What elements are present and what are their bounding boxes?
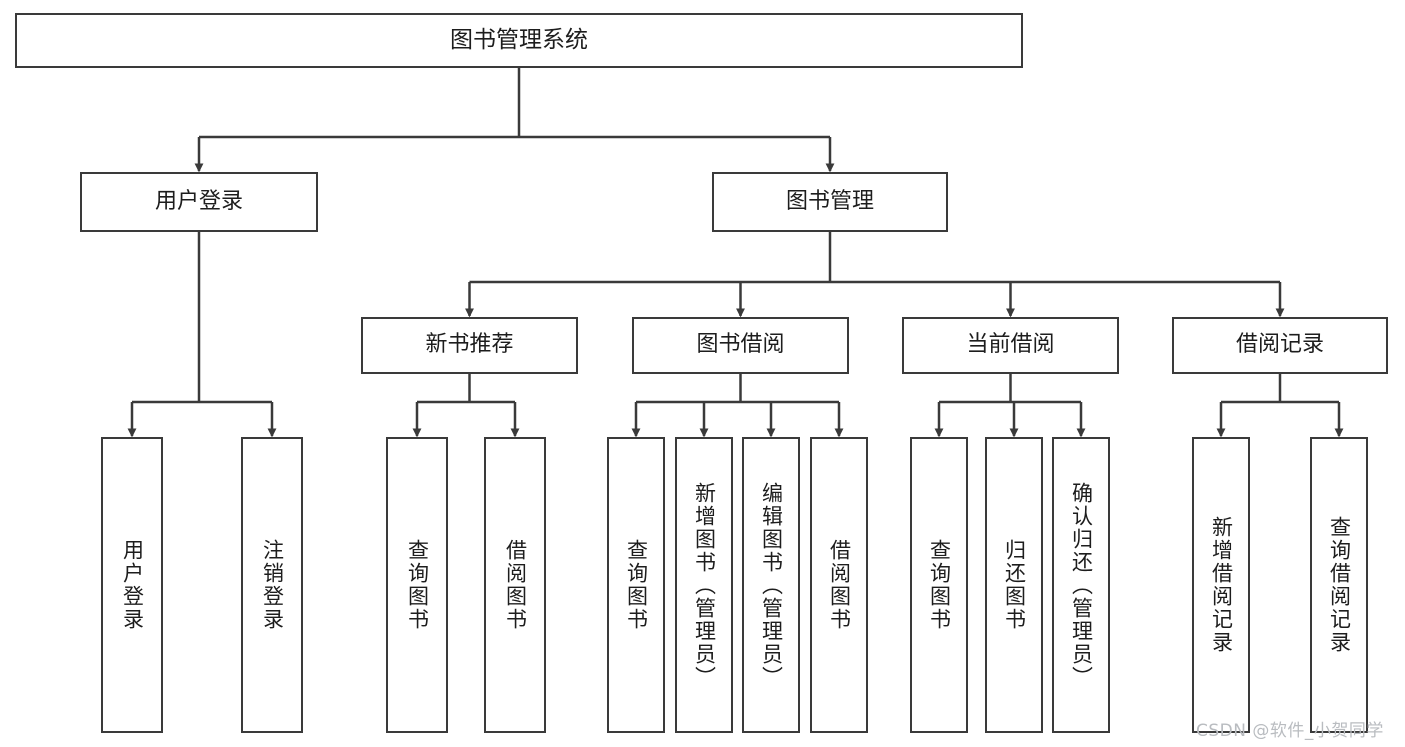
node-label: 图书管理	[785, 188, 874, 214]
node-leaf_6[interactable]: 编辑图书（管理员）	[742, 437, 800, 733]
node-label: 查询图书	[927, 539, 952, 631]
node-l2_2[interactable]: 当前借阅	[902, 317, 1119, 374]
node-leaf_4[interactable]: 查询图书	[607, 437, 665, 733]
node-leaf_8[interactable]: 查询图书	[910, 437, 968, 733]
node-leaf_1[interactable]: 注销登录	[241, 437, 303, 733]
csdn-watermark: CSDN @软件_小贺同学	[1196, 721, 1384, 741]
node-label: 确认归还（管理员）	[1069, 481, 1094, 689]
node-label: 借阅图书	[827, 539, 852, 631]
node-label: 新书推荐	[425, 332, 514, 358]
node-leaf_12[interactable]: 查询借阅记录	[1310, 437, 1368, 733]
node-leaf_3[interactable]: 借阅图书	[484, 437, 546, 733]
node-root[interactable]: 图书管理系统	[15, 13, 1023, 68]
node-l2_3[interactable]: 借阅记录	[1172, 317, 1388, 374]
connector-lines	[127, 68, 1344, 438]
node-leaf_7[interactable]: 借阅图书	[810, 437, 868, 733]
node-leaf_0[interactable]: 用户登录	[101, 437, 163, 733]
node-leaf_2[interactable]: 查询图书	[386, 437, 448, 733]
node-label: 编辑图书（管理员）	[759, 481, 784, 689]
node-label: 查询借阅记录	[1327, 516, 1352, 654]
node-leaf_9[interactable]: 归还图书	[985, 437, 1043, 733]
node-label: 查询图书	[624, 539, 649, 631]
node-label: 注销登录	[260, 539, 285, 631]
node-leaf_5[interactable]: 新增图书（管理员）	[675, 437, 733, 733]
node-l2_1[interactable]: 图书借阅	[632, 317, 849, 374]
node-label: 用户登录	[154, 188, 243, 214]
node-leaf_10[interactable]: 确认归还（管理员）	[1052, 437, 1110, 733]
node-label: 当前借阅	[966, 332, 1055, 358]
node-label: 借阅图书	[503, 539, 528, 631]
node-l1_1[interactable]: 图书管理	[712, 172, 948, 232]
node-leaf_11[interactable]: 新增借阅记录	[1192, 437, 1250, 733]
node-label: 用户登录	[120, 539, 145, 631]
node-l2_0[interactable]: 新书推荐	[361, 317, 578, 374]
node-label: 归还图书	[1002, 539, 1027, 631]
node-label: 新增图书（管理员）	[692, 481, 717, 689]
node-l1_0[interactable]: 用户登录	[80, 172, 318, 232]
node-label: 新增借阅记录	[1209, 516, 1234, 654]
node-label: 图书管理系统	[450, 26, 588, 53]
node-label: 图书借阅	[696, 332, 785, 358]
node-label: 查询图书	[405, 539, 430, 631]
node-label: 借阅记录	[1235, 332, 1324, 358]
